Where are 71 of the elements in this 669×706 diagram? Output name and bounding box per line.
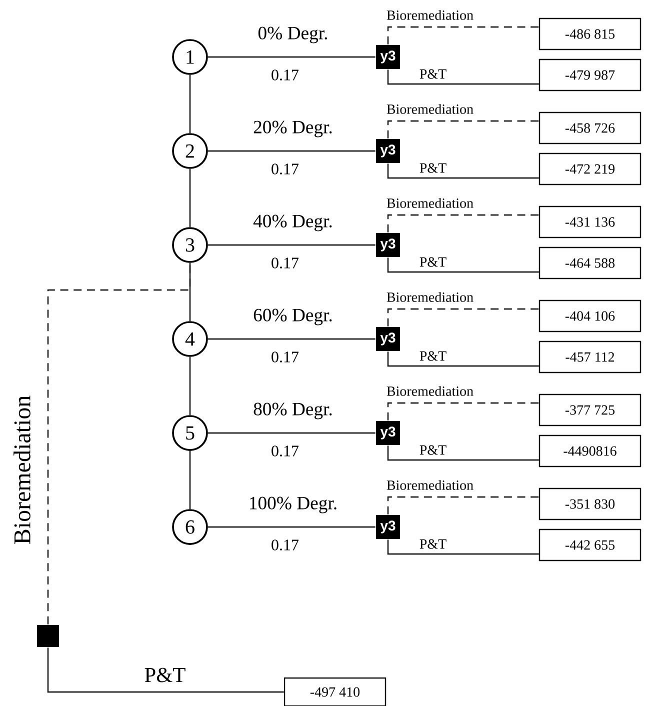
probability-label: 0.17 (272, 352, 299, 362)
branch-line (387, 70, 539, 85)
edge-label: 40% Degr. (252, 213, 334, 233)
branch-line (387, 496, 539, 514)
branch-line (208, 526, 376, 528)
edge-label: 20% Degr. (252, 119, 334, 139)
branch-line (208, 244, 376, 246)
value-box: -458 726 (538, 112, 642, 144)
edge-label: Bioremediation (12, 394, 32, 546)
edge-label: 80% Degr. (252, 401, 334, 421)
edge-label: P&T (418, 538, 448, 550)
decision-square: y3 (376, 139, 400, 163)
probability-label: 0.17 (272, 540, 299, 550)
branch-line (208, 150, 376, 152)
edge-label: P&T (418, 256, 448, 268)
branch-line (189, 262, 191, 322)
decision-square: y3 (376, 45, 400, 69)
value-box: -4490816 (538, 434, 642, 468)
branch-line (387, 446, 539, 461)
value-box: -497 410 (284, 677, 386, 706)
edge-label: 100% Degr. (247, 495, 339, 515)
edge-label: P&T (142, 666, 188, 684)
branch-line (208, 432, 376, 434)
branch-line (387, 26, 539, 44)
branch-line (47, 262, 191, 624)
value-box: -431 136 (538, 206, 642, 238)
probability-label: 0.17 (272, 70, 299, 80)
edge-label: Bioremediation (385, 196, 475, 210)
decision-square (37, 625, 59, 647)
edge-label: Bioremediation (385, 384, 475, 398)
branch-line (189, 168, 191, 228)
value-box: -351 830 (538, 488, 642, 520)
edge-label: Bioremediation (385, 478, 475, 492)
edge-label: 0% Degr. (256, 25, 330, 45)
branch-line (189, 74, 191, 134)
value-box: -377 725 (538, 394, 642, 426)
edge-label: Bioremediation (385, 102, 475, 116)
probability-label: 0.17 (272, 164, 299, 174)
branch-line (387, 402, 539, 420)
decision-square: y3 (376, 327, 400, 351)
value-box: -486 815 (538, 18, 642, 50)
edge-label: Bioremediation (385, 8, 475, 22)
branch-line (387, 352, 539, 367)
branch-line (387, 308, 539, 326)
value-box: -442 655 (538, 528, 642, 562)
branch-line (387, 120, 539, 138)
value-box: -472 219 (538, 152, 642, 186)
value-box: -464 588 (538, 246, 642, 280)
edge-label: P&T (418, 350, 448, 362)
decision-square: y3 (376, 421, 400, 445)
branch-line (387, 164, 539, 179)
branch-line (47, 648, 284, 693)
branch-line (387, 258, 539, 273)
edge-label: 60% Degr. (252, 307, 334, 327)
edge-label: P&T (418, 68, 448, 80)
value-box: -479 987 (538, 58, 642, 92)
branch-line (189, 356, 191, 416)
probability-label: 0.17 (272, 446, 299, 456)
edge-label: Bioremediation (385, 290, 475, 304)
branch-line (387, 214, 539, 232)
probability-label: 0.17 (272, 258, 299, 268)
value-box: -404 106 (538, 300, 642, 332)
branch-line (208, 338, 376, 340)
branch-line (189, 450, 191, 510)
edge-label: P&T (418, 162, 448, 174)
edge-label: P&T (418, 444, 448, 456)
decision-square: y3 (376, 515, 400, 539)
value-box: -457 112 (538, 340, 642, 374)
branch-line (208, 56, 376, 58)
decision-square: y3 (376, 233, 400, 257)
branch-line (387, 540, 539, 555)
